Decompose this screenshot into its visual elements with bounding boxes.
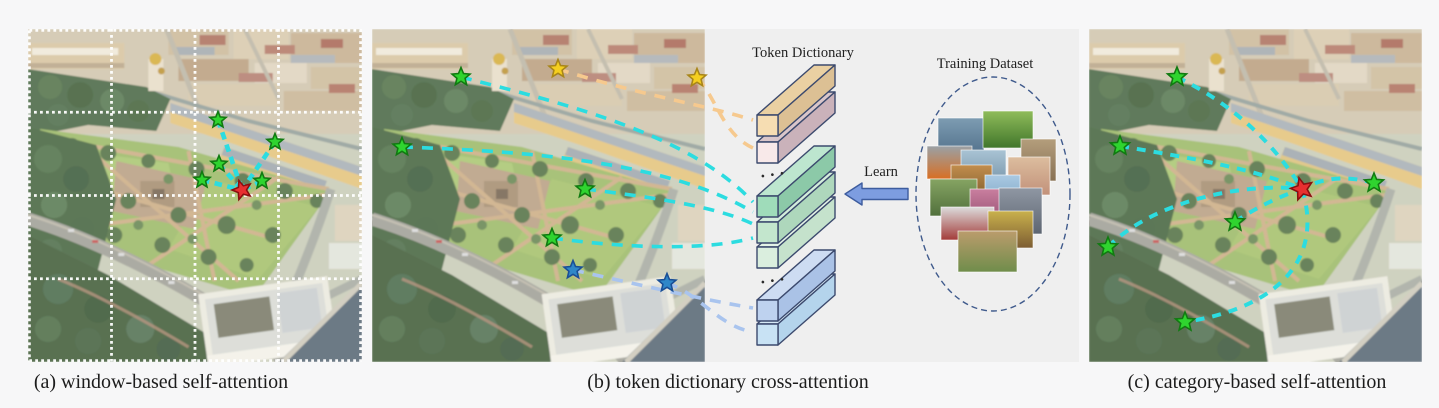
green-star — [391, 135, 413, 157]
token-bar-green-2 — [756, 221, 779, 244]
learn-label: Learn — [864, 164, 898, 180]
attention-link — [1176, 75, 1304, 191]
token-bar-pink — [756, 141, 779, 164]
training-dataset-label: Training Dataset — [936, 56, 1034, 72]
token-bar-green-3 — [756, 246, 779, 269]
attention-link — [1106, 185, 1303, 249]
attention-link — [551, 236, 754, 249]
ellipsis-dots: ··· — [758, 163, 791, 186]
caption-window-attention: (a) window-based self-attention — [33, 371, 289, 393]
attention-link — [584, 187, 754, 226]
attention-link — [1119, 144, 1303, 191]
green-star — [1362, 170, 1386, 193]
attention-link — [557, 67, 754, 122]
token-bar-blue-2 — [756, 323, 779, 346]
aerial-photo-c — [1089, 29, 1422, 368]
token-bar-blue-1 — [756, 299, 779, 322]
green-star — [208, 153, 230, 173]
attention-link — [201, 177, 243, 193]
token-dictionary-label: Token Dictionary — [752, 45, 854, 61]
green-star — [1108, 133, 1132, 156]
green-star — [1165, 64, 1189, 87]
green-star — [450, 65, 472, 87]
green-star — [1173, 309, 1197, 332]
blue-star — [656, 271, 678, 293]
green-star — [574, 177, 596, 199]
dataset-photo-house — [957, 230, 1018, 273]
caption-category-attention: (c) category-based self-attention — [1127, 371, 1387, 393]
green-star — [541, 226, 563, 248]
token-bar-tan — [756, 114, 779, 137]
red-star — [1288, 175, 1314, 202]
green-star — [1223, 209, 1247, 232]
green-star — [251, 170, 273, 190]
caption-token-dictionary-attention: (b) token dictionary cross-attention — [587, 371, 869, 393]
attention-link — [572, 268, 754, 310]
token-bar-green-1 — [756, 195, 779, 218]
learn-arrow-icon — [844, 182, 909, 206]
blue-star — [562, 258, 584, 280]
green-star — [264, 131, 286, 151]
training-dataset-ellipse — [915, 76, 1071, 312]
yellow-star — [547, 57, 569, 79]
green-star — [207, 109, 229, 129]
red-star — [229, 178, 252, 202]
attention-link — [1184, 188, 1310, 324]
green-star — [1096, 234, 1120, 257]
attention-link — [460, 75, 755, 204]
attention-link — [401, 145, 754, 214]
attention-link — [240, 140, 277, 192]
yellow-star — [686, 66, 708, 88]
ellipsis-dots: ··· — [758, 269, 791, 292]
attention-link — [666, 281, 754, 334]
green-star — [191, 169, 213, 189]
